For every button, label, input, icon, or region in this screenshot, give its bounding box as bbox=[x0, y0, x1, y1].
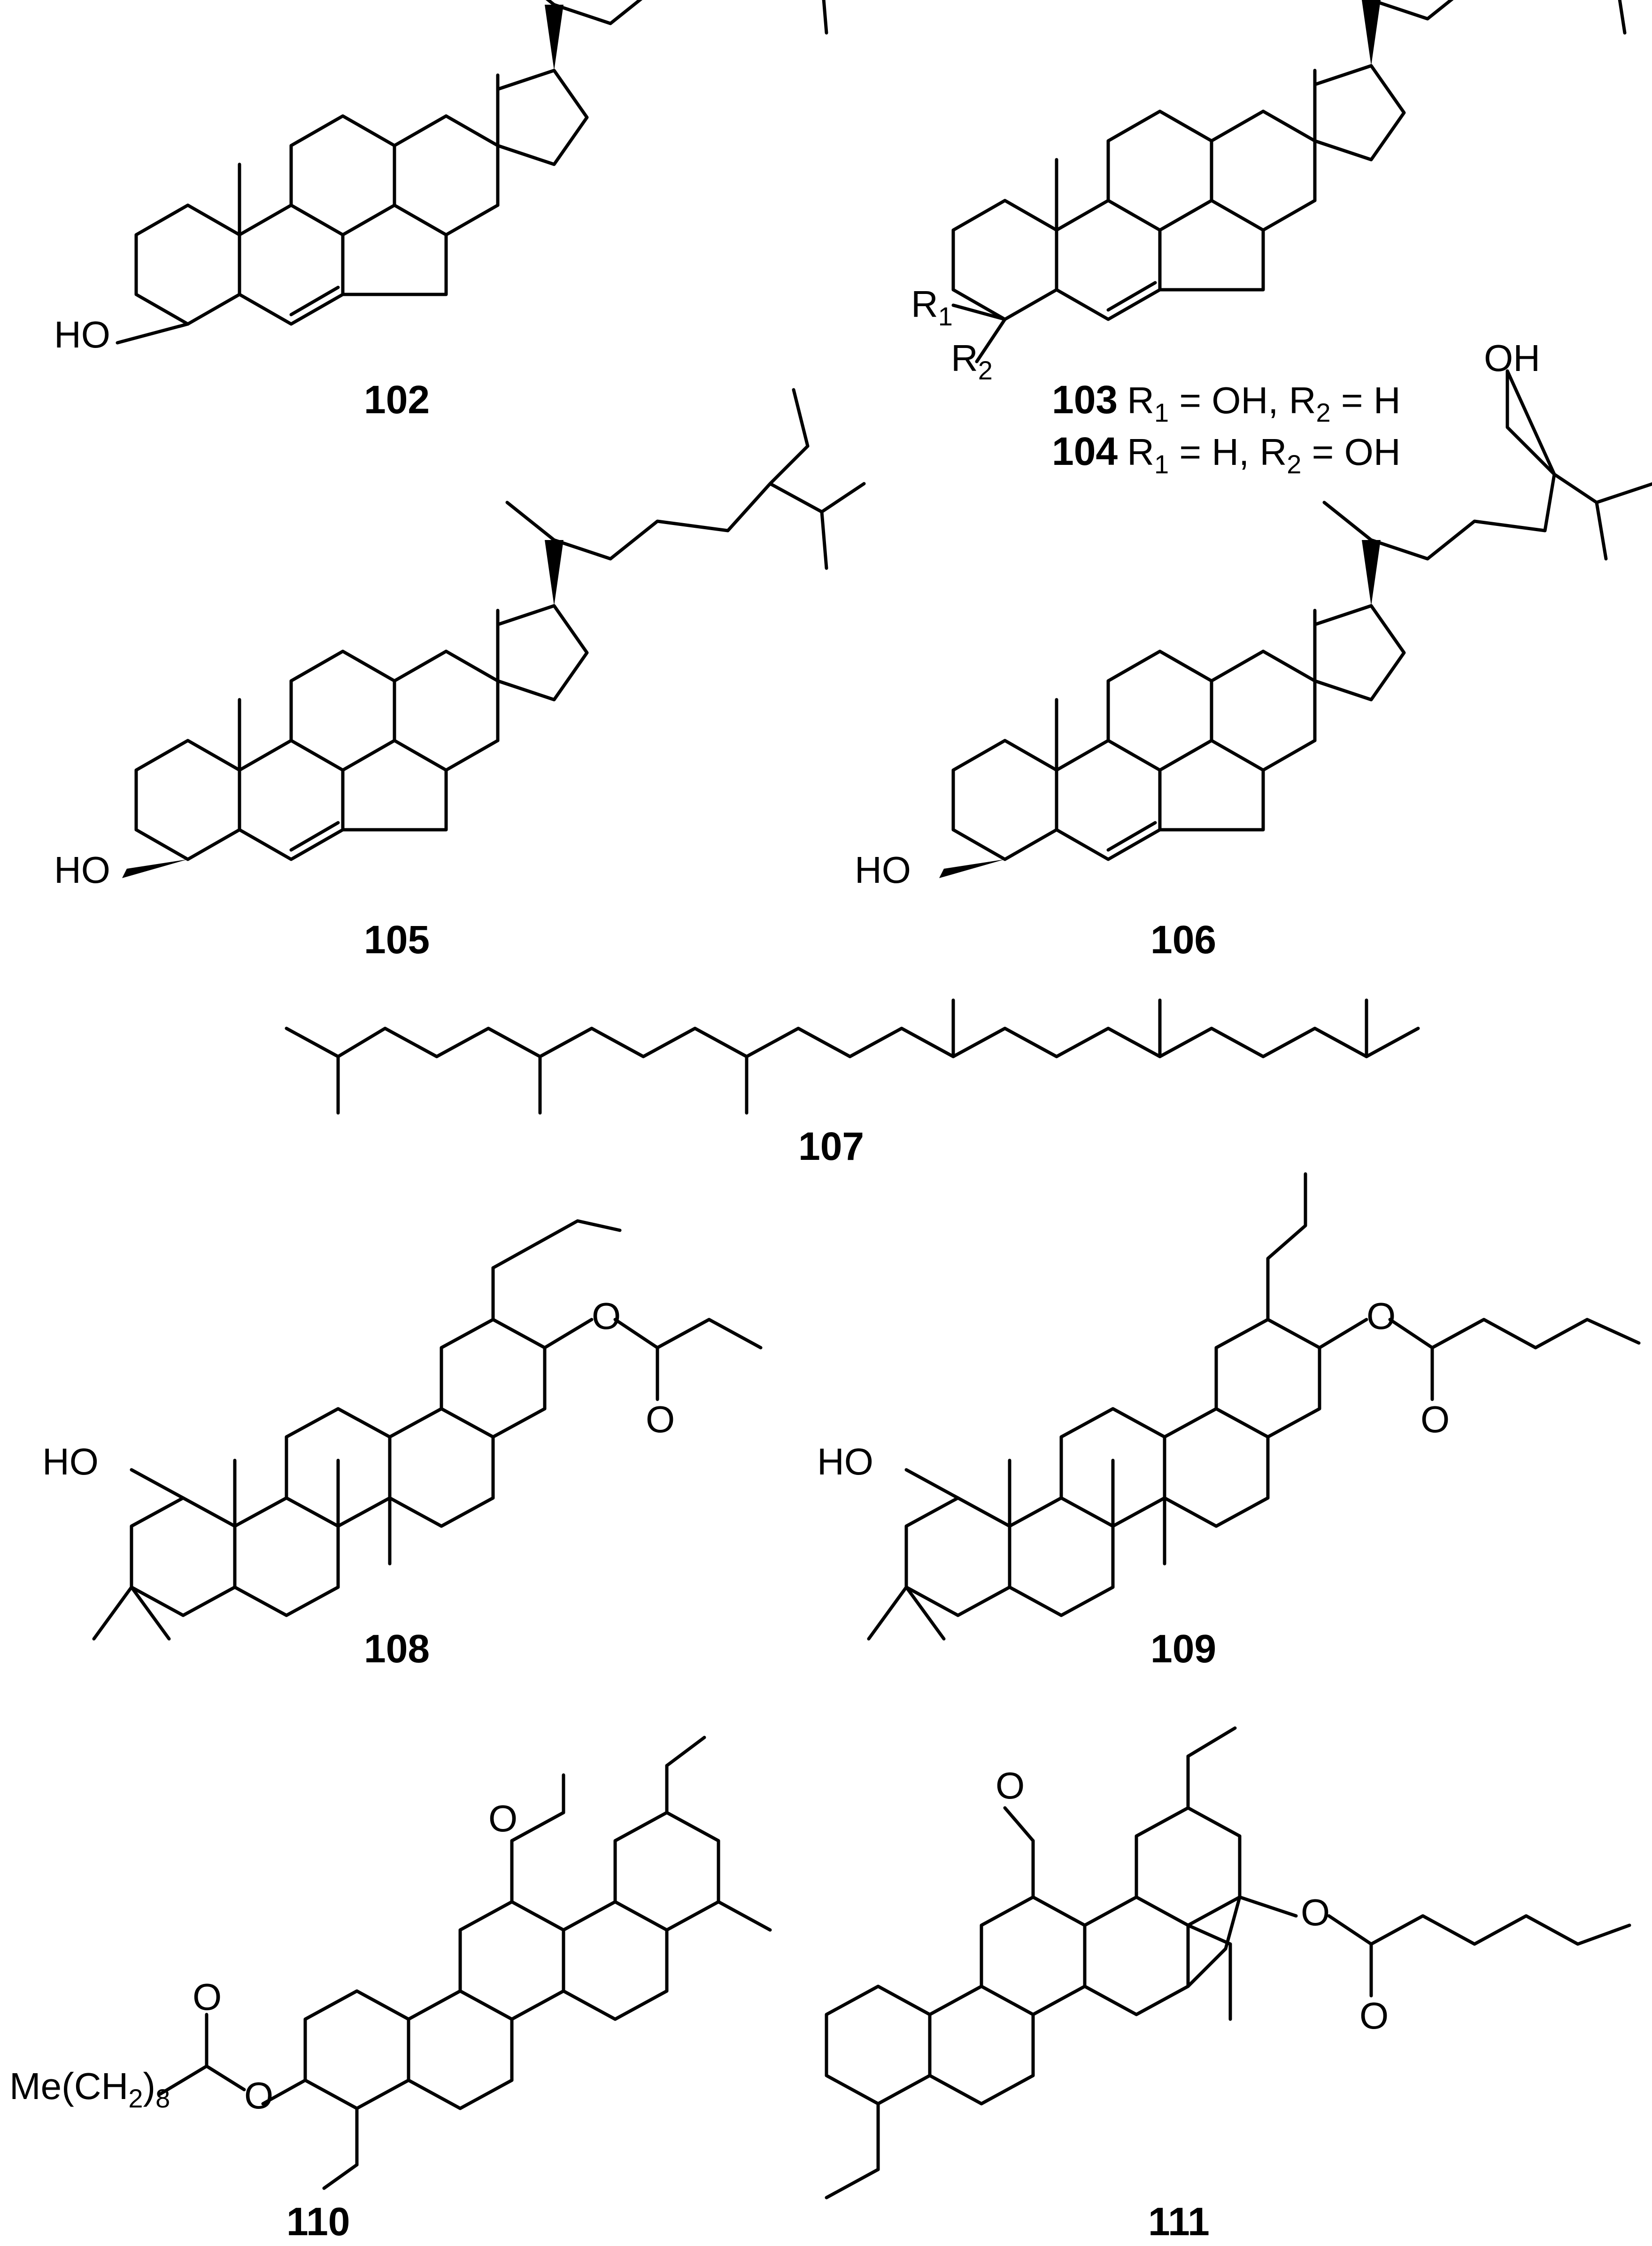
compound-109-label: 109 bbox=[1150, 1627, 1216, 1671]
atom-label: HO bbox=[817, 1441, 873, 1482]
compound-111-structure bbox=[825, 1726, 1631, 2200]
atom-label: HO bbox=[54, 849, 110, 891]
compound-102-structure bbox=[116, 0, 828, 345]
atom-label: O bbox=[1301, 1891, 1330, 1933]
compound-107-label: 107 bbox=[798, 1124, 864, 1168]
compound-105-label: 105 bbox=[364, 918, 430, 962]
atom-label: OH bbox=[1484, 337, 1540, 379]
atom-label: HO bbox=[54, 314, 110, 355]
compound-110-label: 110 bbox=[286, 2200, 350, 2244]
atom-label: O bbox=[592, 1295, 621, 1337]
compound-106-structure bbox=[939, 369, 1652, 878]
compound-108-label: 108 bbox=[364, 1627, 430, 1671]
compound-103-104-structure bbox=[951, 0, 1627, 363]
atom-label: O bbox=[1366, 1295, 1396, 1337]
atom-label: O bbox=[193, 1976, 222, 2018]
compound-107-structure bbox=[285, 998, 1420, 1115]
atom-label: HO bbox=[855, 849, 911, 891]
compound-102-label: 102 bbox=[364, 378, 430, 422]
atom-label: O bbox=[1420, 1398, 1450, 1440]
compound-108-structure bbox=[92, 1219, 763, 1641]
compound-109-structure bbox=[867, 1172, 1641, 1641]
compound-111-label: 111 bbox=[1148, 2200, 1210, 2244]
methyl-chain-label: Me(CH2)8 bbox=[9, 2065, 170, 2113]
atom-label: O bbox=[646, 1398, 675, 1440]
r2-label: R2 bbox=[951, 337, 993, 385]
compound-106-label: 106 bbox=[1150, 918, 1216, 962]
atom-label: O bbox=[996, 1765, 1025, 1806]
atom-label: O bbox=[244, 2075, 273, 2116]
atom-label: O bbox=[488, 1798, 517, 1839]
compound-105-structure bbox=[122, 388, 866, 878]
r1-label: R1 bbox=[911, 283, 953, 331]
atom-label: O bbox=[1359, 1995, 1389, 2037]
atom-label: HO bbox=[42, 1441, 99, 1482]
compound-110-structure bbox=[158, 1736, 772, 2190]
